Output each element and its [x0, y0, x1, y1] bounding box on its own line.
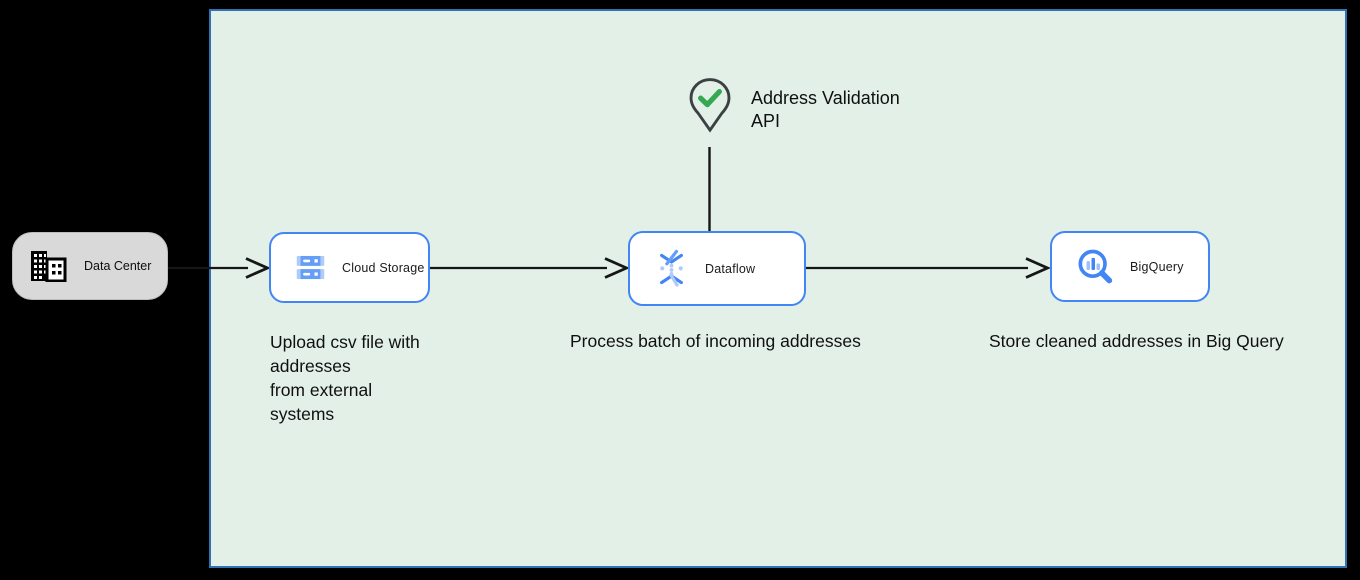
node-data-center: Data Center — [12, 232, 168, 300]
checkmark-icon — [698, 89, 722, 108]
bigquery-icon — [1078, 249, 1113, 283]
dataflow-icon — [660, 249, 683, 287]
map-pin-check-icon — [689, 78, 731, 133]
cloud-storage-label: Cloud Storage — [342, 260, 425, 275]
building-icon — [31, 251, 67, 282]
dataflow-label: Dataflow — [705, 261, 756, 276]
node-dataflow: Dataflow — [628, 231, 806, 306]
caption-cloud-storage: Upload csv file with addresses from exte… — [270, 332, 420, 424]
node-bigquery: BigQuery — [1050, 231, 1210, 302]
cloud-storage-icon — [296, 255, 325, 280]
caption-bigquery: Store cleaned addresses in Big Query — [989, 331, 1284, 351]
caption-dataflow: Process batch of incoming addresses — [570, 331, 861, 351]
api-marker-label: Address Validation API — [751, 88, 900, 131]
data-center-label: Data Center — [84, 259, 152, 273]
bigquery-label: BigQuery — [1130, 259, 1184, 274]
node-cloud-storage: Cloud Storage — [269, 232, 430, 303]
